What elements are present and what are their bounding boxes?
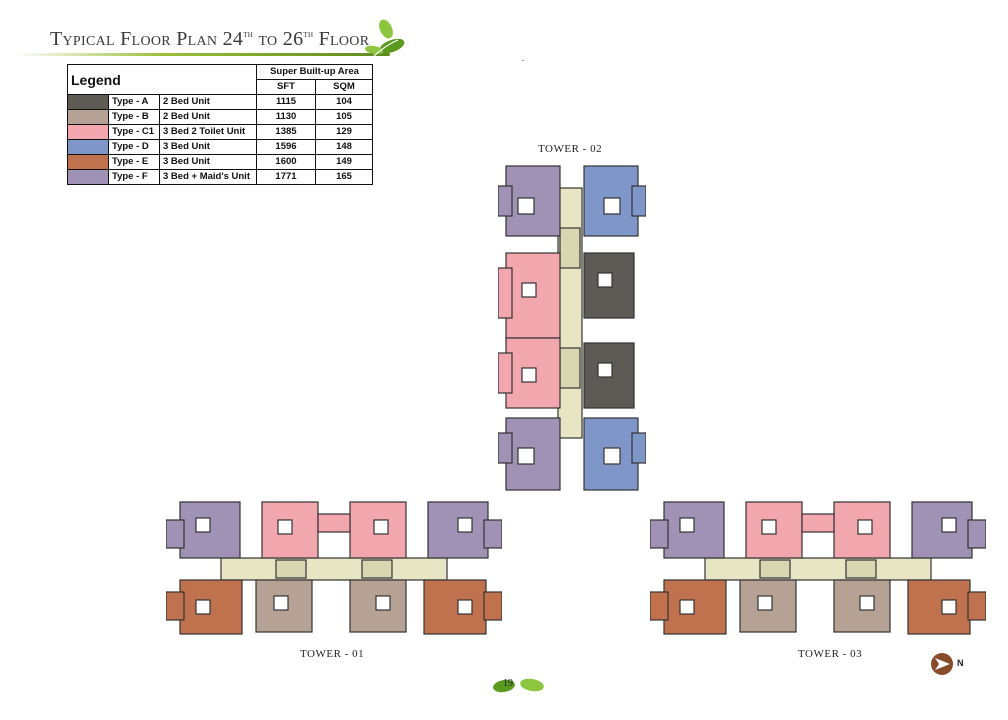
sft-value: 1600 [256,154,316,170]
sft-value: 1771 [256,169,316,185]
type-label: Type - D [108,139,160,155]
sqm-value: 129 [315,124,373,140]
tower-01-plan [166,501,502,635]
swatch-e [67,154,109,170]
tower-02-plan [498,165,646,491]
type-desc: 2 Bed Unit [159,109,257,125]
page-number: 19 [503,678,513,689]
type-label: Type - E [108,154,160,170]
sft-value: 1115 [256,94,316,110]
tower-03-label: TOWER - 03 [798,648,863,660]
swatch-c1 [67,124,109,140]
title-underline [14,53,390,56]
swatch-d [67,139,109,155]
dot-mark [522,60,524,61]
sqm-value: 148 [315,139,373,155]
legend-title: Legend [67,64,257,95]
page-leaf-icon [493,678,544,693]
area-header: Super Built-up Area [256,64,373,80]
tower-01-label: TOWER - 01 [300,648,365,660]
sqm-value: 165 [315,169,373,185]
swatch-b [67,109,109,125]
type-desc: 3 Bed Unit [159,139,257,155]
legend-row: Type - E 3 Bed Unit 1600 149 [67,154,373,170]
sft-header: SFT [256,79,316,95]
legend-row: Type - B 2 Bed Unit 1130 105 [67,109,373,125]
tower-02-label: TOWER - 02 [538,143,603,155]
tower-03-plan [650,501,986,635]
legend-row: Type - C1 3 Bed 2 Toilet Unit 1385 129 [67,124,373,140]
north-arrow-icon [931,653,953,675]
legend-table: Legend Super Built-up Area SFT SQM Type … [67,64,373,185]
type-desc: 3 Bed + Maid's Unit [159,169,257,185]
type-label: Type - B [108,109,160,125]
legend-row: Type - D 3 Bed Unit 1596 148 [67,139,373,155]
type-desc: 3 Bed Unit [159,154,257,170]
legend-row: Type - F 3 Bed + Maid's Unit 1771 165 [67,169,373,185]
sqm-value: 105 [315,109,373,125]
legend-row: Type - A 2 Bed Unit 1115 104 [67,94,373,110]
sft-value: 1385 [256,124,316,140]
sft-value: 1130 [256,109,316,125]
sqm-value: 149 [315,154,373,170]
north-label: N [957,658,964,668]
sft-value: 1596 [256,139,316,155]
swatch-f [67,169,109,185]
type-desc: 2 Bed Unit [159,94,257,110]
sqm-header: SQM [315,79,373,95]
leaf-logo-icon [365,19,405,59]
type-label: Type - C1 [108,124,160,140]
type-label: Type - A [108,94,160,110]
sqm-value: 104 [315,94,373,110]
page-title: Typical Floor Plan 24th to 26th Floor [50,28,370,50]
swatch-a [67,94,109,110]
type-desc: 3 Bed 2 Toilet Unit [159,124,257,140]
type-label: Type - F [108,169,160,185]
